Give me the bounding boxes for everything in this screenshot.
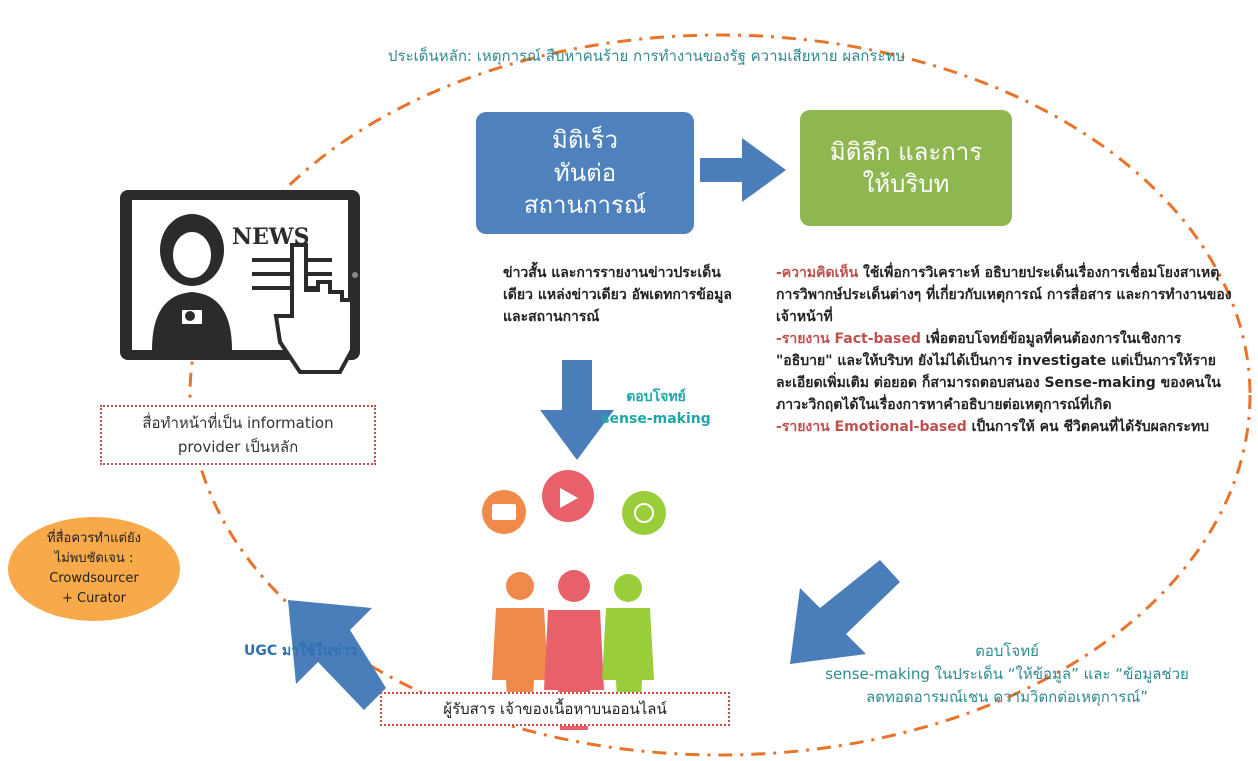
cycle-ring <box>188 33 1252 757</box>
deep-line1: มิติลึก และการ <box>829 137 983 166</box>
fact-heading: -รายงาน Fact-based <box>776 331 921 347</box>
media-role-box: สื่อทำหน้าที่เป็น information provider เ… <box>100 405 376 465</box>
arrow-right <box>700 138 786 202</box>
deep-dimension-details: -ความคิดเห็น ใช้เพื่อการวิเคราะห์ อธิบาย… <box>776 262 1236 438</box>
answer-line3: ลดทอดอารมณ์เชน ความวิตกต่อเหตุการณ์” <box>866 688 1148 706</box>
fast-line1: มิติเร็ว <box>552 126 618 155</box>
oval-line3: Crowdsourcer <box>49 571 139 586</box>
emotional-paragraph: -รายงาน Emotional-based เป็นการให้ คน ชี… <box>776 416 1236 438</box>
oval-line4: + Curator <box>61 591 127 606</box>
arrow-diagonal-down-left <box>790 560 900 664</box>
media-line1: สื่อทำหน้าที่เป็น information <box>142 414 334 432</box>
ugc-label: UGC มาใช้ในข่าว <box>244 643 358 659</box>
media-line2: provider เป็นหลัก <box>177 438 299 456</box>
short-news-description: ข่าวสั้น และการรายงานข่าวประเด็นเดียว แห… <box>503 265 732 325</box>
crowdsourcer-oval: ที่สื่อควรทำแต่ยัง ไม่พบชัดเจน : Crowdso… <box>8 517 180 621</box>
emotional-text: เป็นการให้ คน ชีวิตคนที่ได้รับผลกระทบ <box>966 419 1210 435</box>
opinion-heading: -ความคิดเห็น <box>776 265 859 281</box>
fast-dimension-box: มิติเร็ว ทันต่อ สถานการณ์ <box>476 112 694 234</box>
audience-box: ผู้รับสาร เจ้าของเนื้อหาบนออนไลน์ <box>380 692 730 726</box>
oval-line2: ไม่พบชัดเจน : <box>54 551 134 566</box>
news-label: NEWS <box>232 224 309 250</box>
fast-line2: ทันต่อ <box>553 158 617 187</box>
arrow-diagonal-up-left <box>288 600 386 710</box>
fact-text: เพื่อตอบโจทย์ข้อมูลที่คนต้องการในเชิงการ… <box>776 331 1221 413</box>
sense-making-answer: ตอบโจทย์ sense-making ในประเด็น “ให้ข้อม… <box>762 640 1252 709</box>
answer-line1: ตอบโจทย์ <box>975 642 1039 660</box>
tablet-news-icon <box>120 190 360 374</box>
deep-line2: ให้บริบท <box>862 170 950 198</box>
answer-line2: sense-making ในประเด็น “ให้ข้อมูล” และ “… <box>825 665 1189 683</box>
fact-paragraph: -รายงาน Fact-based เพื่อตอบโจทย์ข้อมูลที… <box>776 328 1236 416</box>
sense-making-label: ตอบโจทย์ sense-making <box>596 386 716 430</box>
emotional-heading: -รายงาน Emotional-based <box>776 419 967 435</box>
main-topic-title: ประเด็นหลัก: เหตุการณ์ สืบหาคนร้าย การทำ… <box>388 47 905 65</box>
arrow-down <box>540 360 614 460</box>
sense-line1: ตอบโจทย์ <box>626 389 686 405</box>
fast-line3: สถานการณ์ <box>523 191 647 220</box>
deep-dimension-box: มิติลึก และการ ให้บริบท <box>800 110 1012 226</box>
sense-line2: sense-making <box>601 411 711 427</box>
opinion-paragraph: -ความคิดเห็น ใช้เพื่อการวิเคราะห์ อธิบาย… <box>776 262 1236 328</box>
opinion-text: ใช้เพื่อการวิเคราะห์ อธิบายประเด็นเรื่อง… <box>776 265 1232 325</box>
oval-line1: ที่สื่อควรทำแต่ยัง <box>47 531 141 546</box>
